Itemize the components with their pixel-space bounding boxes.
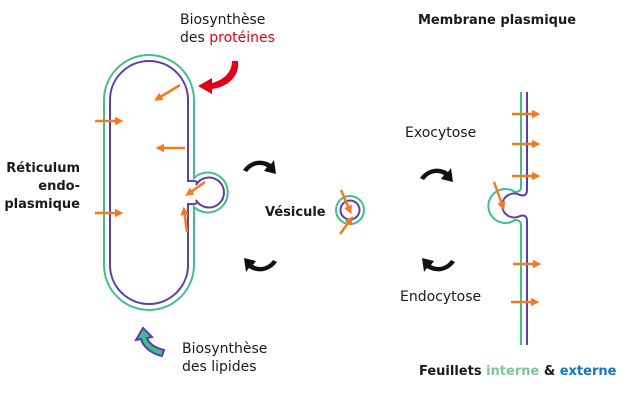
cycle-arrows	[243, 160, 455, 272]
plasma-membrane-inner-leaflet	[487, 92, 522, 345]
protein-synthesis-label: Biosynthèse des protéines	[180, 11, 275, 47]
black-curved-arrow-icon	[422, 258, 455, 272]
er-outer-leaflet	[103, 54, 229, 311]
protein-synthesis-line2: des protéines	[180, 29, 275, 47]
er-label-line2: endo-	[38, 179, 80, 194]
protein-synthesis-prefix: des	[180, 30, 210, 46]
orange-arrow-icon	[339, 189, 352, 215]
endoplasmic-reticulum	[103, 54, 229, 311]
er-label-line1: Réticulum	[6, 161, 80, 176]
black-curved-arrow-icon	[420, 168, 453, 182]
orange-arrow-icon	[492, 181, 506, 211]
orange-arrow-icon	[185, 180, 206, 196]
lipid-synthesis-line1: Biosynthèse	[182, 341, 268, 357]
legend-outer-leaflet: externe	[559, 364, 617, 379]
orange-arrow-icon	[180, 206, 189, 233]
er-label: Réticulum endo- plasmique	[2, 160, 80, 214]
orange-arrow-icon	[338, 216, 354, 235]
plasma-membrane-outer-leaflet	[501, 92, 528, 345]
green-curved-arrow-icon	[134, 326, 166, 358]
orange-arrow-icon	[154, 83, 181, 101]
plasma-membrane-title: Membrane plasmique	[418, 13, 577, 28]
vesicle-label: Vésicule	[265, 205, 326, 220]
er-label-line3: plasmique	[4, 197, 80, 212]
lipid-synthesis-label: Biosynthèse des lipides	[182, 340, 267, 376]
lipid-synthesis-line2: des lipides	[182, 359, 257, 375]
legend-ampersand: &	[539, 364, 560, 379]
proteins-highlight: protéines	[209, 30, 275, 46]
er-inner-leaflet	[109, 60, 225, 305]
legend-prefix: Feuillets	[419, 364, 487, 379]
vesicle	[335, 189, 365, 235]
black-curved-arrow-icon	[244, 258, 277, 272]
er-protein-markers	[95, 83, 206, 233]
protein-synthesis-line1: Biosynthèse	[180, 12, 266, 28]
red-curved-arrow-icon	[198, 61, 239, 94]
exocytosis-label: Exocytose	[405, 125, 477, 141]
plasma-membrane	[487, 92, 542, 345]
leaflet-legend: Feuillets interne & externe	[419, 363, 616, 381]
endocytosis-label: Endocytose	[400, 289, 482, 305]
legend-inner-leaflet: interne	[486, 364, 540, 379]
black-curved-arrow-icon	[243, 160, 276, 174]
